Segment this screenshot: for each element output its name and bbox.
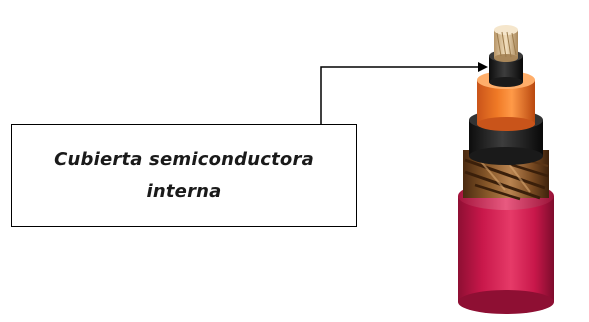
conductor	[494, 25, 518, 62]
callout-label-box: Cubierta semiconductora interna	[11, 124, 357, 227]
callout-leader-line	[320, 62, 488, 124]
outer-jacket	[458, 182, 554, 314]
callout-label: Cubierta semiconductora interna	[54, 148, 314, 202]
